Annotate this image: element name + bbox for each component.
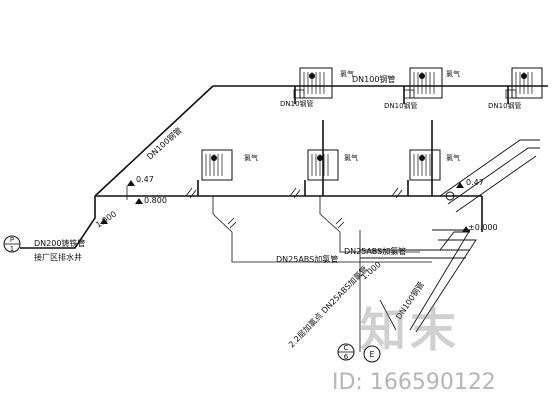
- label-gas-4: 氯气: [344, 153, 358, 162]
- level-markers: [100, 180, 470, 232]
- dosing-line-8: [439, 231, 470, 251]
- valve-4: [289, 187, 301, 199]
- label-dosing-note: 2.2层加氯点 DN25ABS加氯管: [286, 264, 369, 350]
- label-cast-iron-pipe: DN200铸铁管: [34, 238, 85, 248]
- level-marker-1: [127, 180, 135, 186]
- fixture-top-3: [505, 67, 543, 99]
- axis-label-p: P: [10, 236, 14, 244]
- dn100-diagonal-main: [94, 85, 214, 197]
- sub-branch-3: [231, 232, 432, 263]
- fixture-top-1: [293, 67, 333, 99]
- watermark-id: ID: 166590122: [332, 370, 496, 395]
- fixture-top-2: [403, 67, 443, 99]
- axis-label-e: E: [369, 350, 374, 359]
- level-marker-5: [100, 218, 108, 224]
- dosing-line-7: [455, 155, 537, 213]
- axis-markers: P 1 C 6 E: [3, 235, 381, 363]
- label-gas-2: 氯气: [446, 69, 460, 78]
- axis-circle-e: [363, 345, 381, 363]
- label-level-0000: ±0.000: [468, 223, 498, 232]
- fixture-mid-2: [307, 149, 339, 181]
- label-gas-5: 氯气: [446, 153, 460, 162]
- valve-2: [335, 217, 345, 229]
- label-dn10-a: DN10钢管: [280, 99, 314, 108]
- label-level-1000-left: 1.000: [94, 209, 118, 229]
- label-level-0800: 0.800: [144, 196, 167, 205]
- dosing-line-10: [379, 299, 397, 331]
- axis-label-c: C: [344, 344, 349, 352]
- axis-label-6: 6: [344, 353, 349, 361]
- dosing-line-1: [409, 229, 471, 331]
- sub-branch-4: [339, 232, 420, 253]
- axis-label-1: 1: [10, 245, 14, 253]
- drop-to-drain: [20, 196, 96, 249]
- valve-6: [445, 191, 455, 201]
- fixture-mid-1: [201, 149, 233, 181]
- label-level-047-right: 0.47: [466, 178, 484, 187]
- label-gas-3: 氯气: [244, 153, 258, 162]
- sub-branch-2: [319, 196, 341, 233]
- label-to-well: 接厂区排水井: [34, 252, 82, 262]
- fixture-mid-3: [409, 149, 441, 181]
- level-marker-2: [135, 198, 143, 204]
- label-dn10-c: DN10钢管: [488, 101, 522, 110]
- level-marker-3: [456, 182, 464, 188]
- pipe-network: [20, 85, 548, 263]
- label-level-047-left: 0.47: [136, 175, 154, 184]
- sub-branch-1: [212, 196, 233, 233]
- label-dn10-b: DN10钢管: [384, 101, 418, 110]
- label-abs-pipe-a: DN25ABS加氯管: [276, 254, 338, 264]
- label-dn100-top: DN100钢管: [352, 74, 395, 84]
- valve-3: [185, 187, 197, 199]
- valve-fittings: [185, 187, 455, 229]
- level-marker-4: [462, 226, 470, 232]
- watermark-logo: 知末: [360, 303, 460, 357]
- dosing-line-5: [439, 139, 540, 197]
- valve-5: [391, 187, 403, 199]
- dosing-line-6: [447, 147, 540, 205]
- dosing-line-2: [415, 239, 477, 333]
- label-abs-pipe-b: DN25ABS加氯管: [344, 246, 406, 256]
- valve-1: [227, 217, 237, 229]
- label-gas-1: 氯气: [340, 69, 354, 78]
